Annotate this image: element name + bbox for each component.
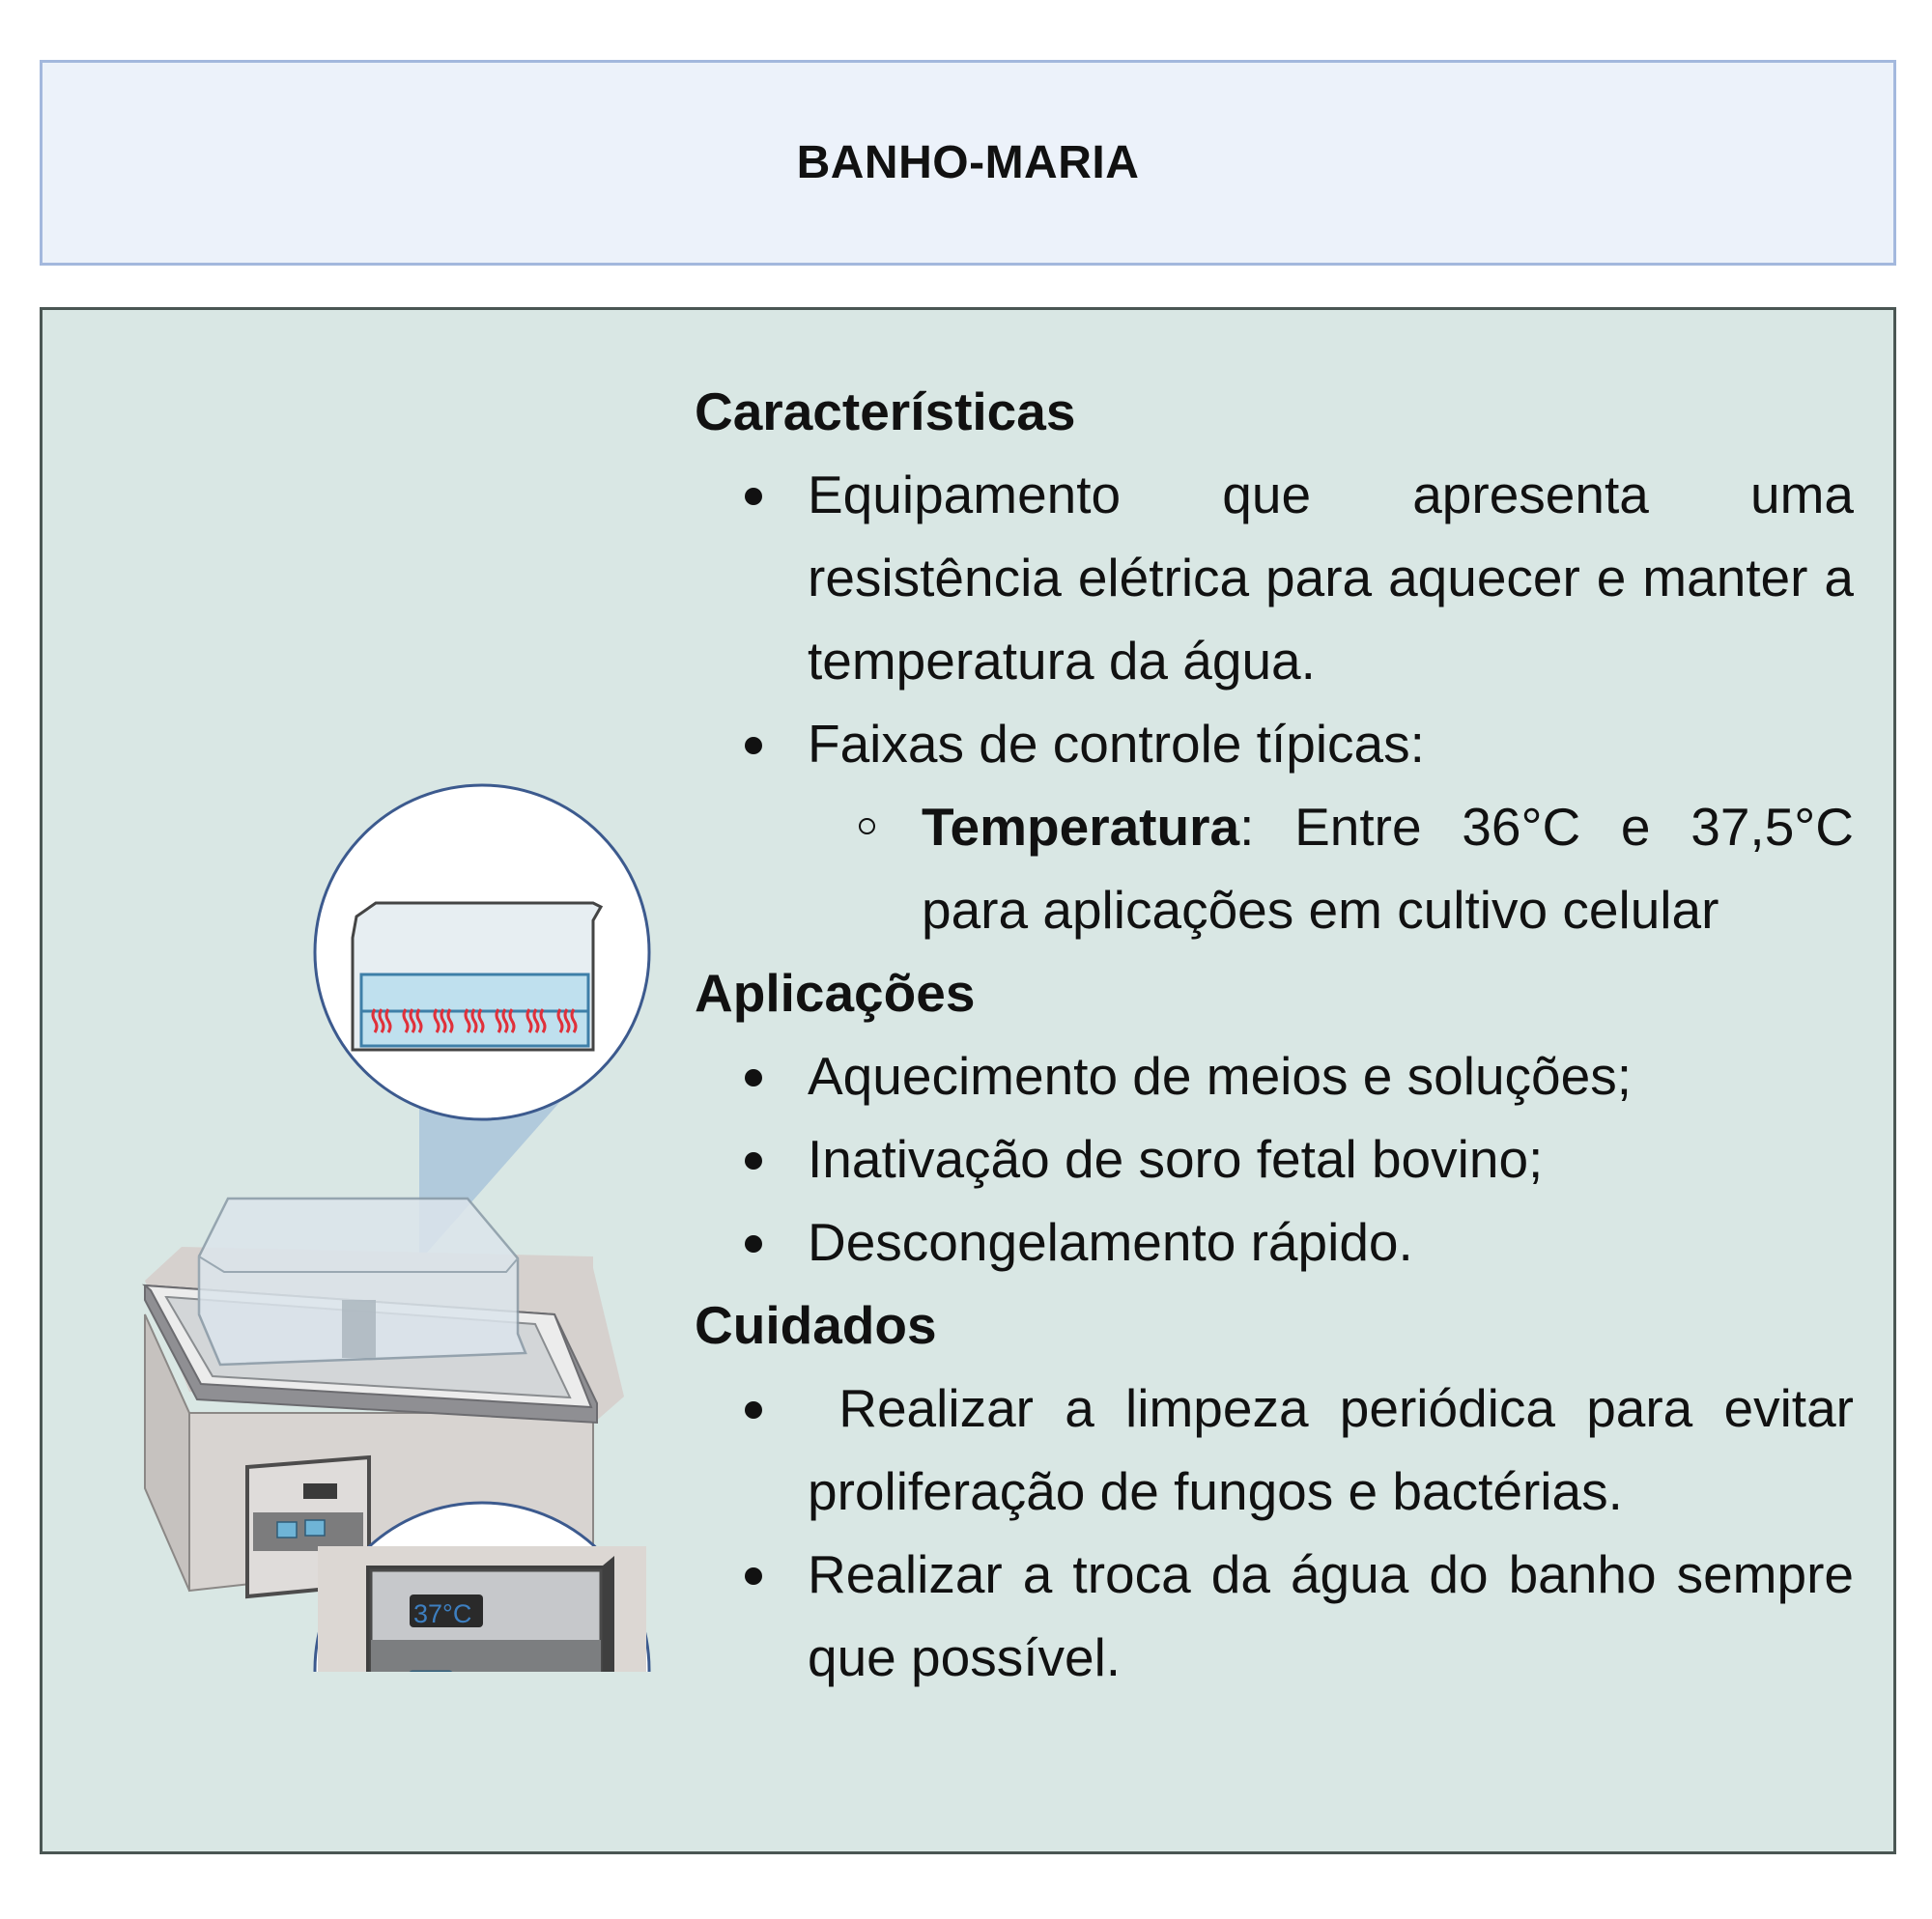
list-item: Realizar a limpeza periódica para evitar…	[695, 1367, 1854, 1533]
list-cuidados: Realizar a limpeza periódica para evitar…	[695, 1367, 1854, 1699]
subitem-label: Temperatura	[922, 797, 1240, 857]
list-item: Aquecimento de meios e soluções;	[695, 1034, 1854, 1117]
list-item: Equipamento que apresenta uma resistênci…	[695, 453, 1854, 702]
info-text-column: Características Equipamento que apresent…	[695, 370, 1854, 1699]
page-title: BANHO-MARIA	[796, 137, 1140, 188]
sub-list-item: Temperatura: Entre 36°C e 37,5°C para ap…	[695, 785, 1854, 951]
list-item: Inativação de soro fetal bovino;	[695, 1117, 1854, 1200]
list-item: Realizar a troca da água do banho sempre…	[695, 1533, 1854, 1699]
heading-aplicacoes: Aplicações	[695, 963, 976, 1023]
water-bath-body	[141, 1197, 624, 1599]
temperature-display-reading: 37°C	[413, 1599, 471, 1628]
list-item: Descongelamento rápido.	[695, 1200, 1854, 1284]
heater-zoom-circle	[313, 783, 651, 1121]
content-panel: 37°C Características Equipamento que apr…	[40, 307, 1896, 1854]
list-aplicacoes: Aquecimento de meios e soluções; Inativa…	[695, 1034, 1854, 1284]
water-bath-illustration: 37°C	[141, 783, 651, 1672]
subitem-text: : Entre 36°C e 37,5°C para aplicações em…	[922, 797, 1854, 940]
list-caracteristicas: Equipamento que apresenta uma resistênci…	[695, 453, 1854, 951]
control-panel-zoom-circle: 37°C	[313, 1501, 651, 1672]
heading-caracteristicas: Características	[695, 381, 1076, 441]
list-item: Faixas de controle típicas:	[695, 702, 1854, 785]
heater-coils	[371, 1008, 578, 1033]
heading-cuidados: Cuidados	[695, 1295, 937, 1355]
title-banner: BANHO-MARIA	[40, 60, 1896, 266]
